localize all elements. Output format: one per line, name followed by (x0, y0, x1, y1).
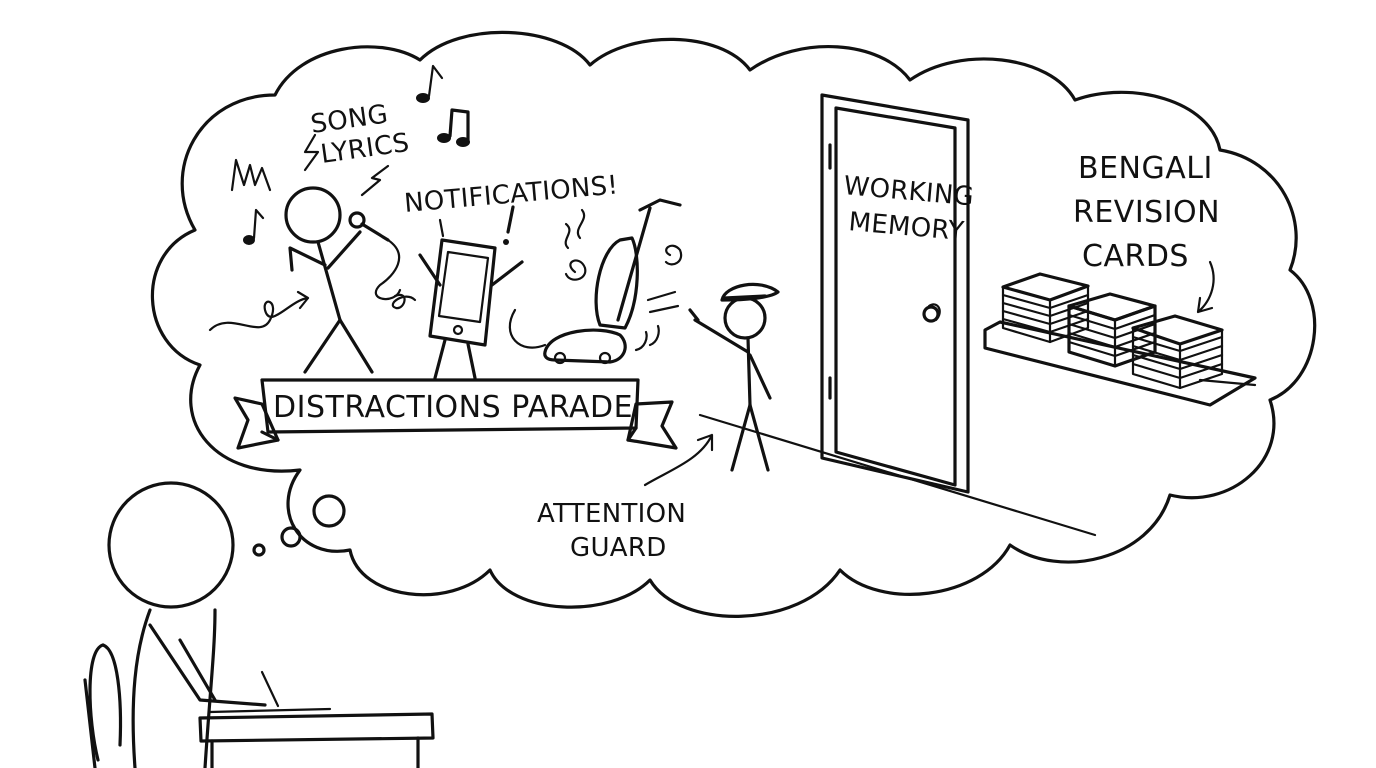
banner (233, 378, 678, 450)
card-stack-left (1001, 272, 1090, 344)
cards-label-line2: REVISION (1073, 195, 1220, 230)
singer-figure (284, 186, 402, 374)
shelf (983, 320, 1257, 407)
phone-icon (391, 238, 547, 380)
banner-label: DISTRACTIONS PARADE (273, 390, 633, 425)
cards-label-line1: BENGALI (1078, 151, 1213, 186)
thought-bubble-small (252, 543, 266, 557)
working-memory-door (820, 93, 970, 494)
notification-tick (438, 218, 445, 238)
cards-label-line3: CARDS (1082, 239, 1189, 274)
thought-bubble-large (312, 494, 346, 528)
music-note-icon (243, 64, 470, 245)
student-figure (107, 481, 280, 768)
thought-bubble-medium (280, 526, 302, 548)
chair (83, 643, 123, 768)
squiggle-motion (208, 290, 310, 332)
zap-icon (230, 133, 390, 197)
vacuum-cleaner-icon (543, 198, 683, 365)
exclamation-mark (506, 205, 515, 234)
attention-guard-figure (688, 282, 780, 472)
card-stack-right (1131, 314, 1224, 390)
desk (198, 707, 435, 768)
cards-arrow (1196, 260, 1215, 314)
door-label-line2: MEMORY (847, 207, 965, 247)
attention-guard-label-line2: GUARD (570, 533, 667, 563)
attention-guard-label-line1: ATTENTION (537, 499, 686, 529)
guard-arrow (643, 433, 714, 487)
thought-cloud (150, 30, 1317, 618)
